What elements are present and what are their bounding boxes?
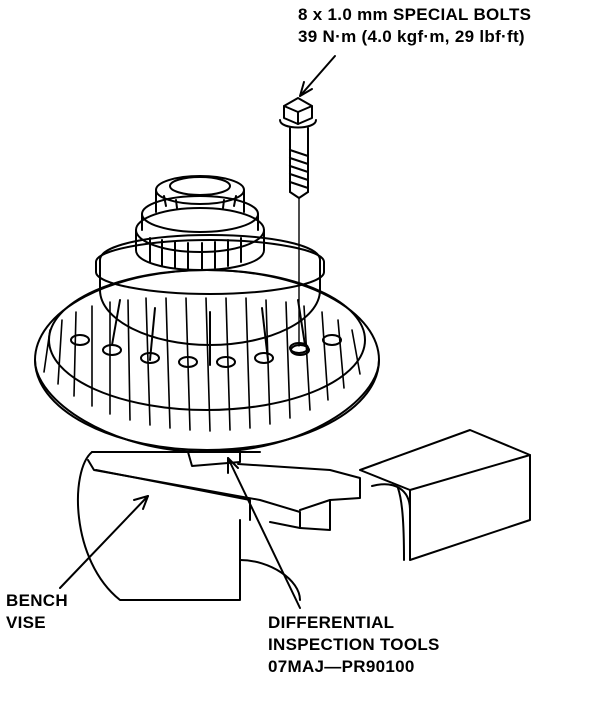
differential-case <box>70 234 342 368</box>
special-bolt <box>279 97 317 354</box>
bench-vise-line1: BENCH <box>6 591 68 610</box>
leader-lines <box>59 55 336 609</box>
bench-vise <box>77 429 531 601</box>
bolt-spec-line1: 8 x 1.0 mm SPECIAL BOLTS <box>298 5 532 24</box>
side-bearing <box>135 175 265 271</box>
bolt-spec-line2: 39 N·m (4.0 kgf·m, 29 lbf·ft) <box>298 27 525 46</box>
inspection-tools-line2: INSPECTION TOOLS <box>268 635 440 654</box>
bolt-spec-label: 8 x 1.0 mm SPECIAL BOLTS 39 N·m (4.0 kgf… <box>298 4 531 48</box>
inspection-tools-line3: 07MAJ—PR90100 <box>268 657 415 676</box>
bench-vise-line2: VISE <box>6 613 46 632</box>
inspection-tools-label: DIFFERENTIAL INSPECTION TOOLS 07MAJ—PR90… <box>268 612 440 678</box>
bench-vise-label: BENCH VISE <box>6 590 68 634</box>
inspection-tool <box>187 449 241 467</box>
inspection-tools-line1: DIFFERENTIAL <box>268 613 395 632</box>
ring-gear <box>34 269 380 453</box>
